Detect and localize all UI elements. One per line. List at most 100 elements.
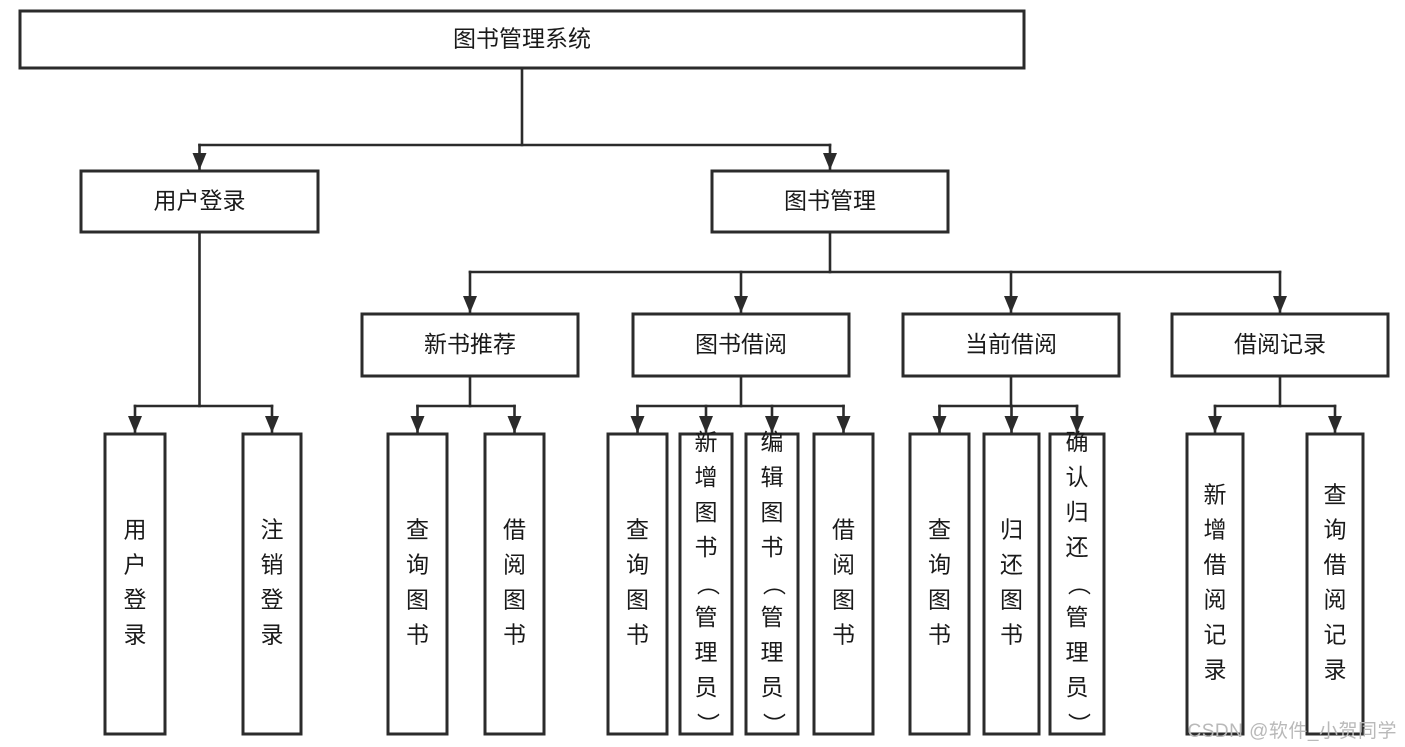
svg-text:辑: 辑 bbox=[761, 464, 784, 490]
svg-text:记: 记 bbox=[1204, 622, 1227, 648]
svg-text:图: 图 bbox=[832, 587, 855, 613]
svg-text:图: 图 bbox=[928, 587, 951, 613]
svg-text:）: ） bbox=[695, 713, 721, 736]
svg-text:询: 询 bbox=[1324, 517, 1347, 543]
arrow-down-icon bbox=[128, 416, 142, 433]
svg-text:录: 录 bbox=[261, 622, 284, 648]
arrow-down-icon bbox=[1328, 416, 1342, 433]
node-box[interactable] bbox=[1185, 432, 1245, 736]
svg-text:书: 书 bbox=[695, 534, 718, 560]
node-box[interactable] bbox=[1048, 432, 1106, 736]
arrow-down-icon bbox=[1004, 416, 1019, 433]
node-box[interactable] bbox=[606, 432, 669, 736]
svg-text:员: 员 bbox=[695, 674, 718, 700]
svg-text:书: 书 bbox=[503, 622, 526, 648]
node-level3-0[interactable]: 新书推荐 bbox=[360, 312, 580, 378]
svg-text:借: 借 bbox=[832, 517, 855, 543]
svg-text:图: 图 bbox=[503, 587, 526, 613]
node-level2-0[interactable]: 用户登录 bbox=[79, 169, 320, 234]
node-box[interactable] bbox=[483, 432, 546, 736]
svg-text:录: 录 bbox=[124, 622, 147, 648]
node-box[interactable] bbox=[678, 432, 734, 736]
node-label: 图书管理 bbox=[784, 188, 876, 214]
arrow-down-icon bbox=[507, 416, 522, 433]
node-box[interactable] bbox=[18, 9, 1026, 70]
arrow-down-icon bbox=[1004, 296, 1018, 313]
node-label: 当前借阅 bbox=[965, 331, 1057, 357]
node-box[interactable] bbox=[812, 432, 875, 736]
arrow-down-icon bbox=[734, 296, 748, 313]
svg-text:归: 归 bbox=[1000, 517, 1023, 543]
arrow-down-icon bbox=[932, 416, 947, 433]
node-box[interactable] bbox=[1170, 312, 1390, 378]
node-level2-1[interactable]: 图书管理 bbox=[710, 169, 950, 234]
node-level3-2[interactable]: 当前借阅 bbox=[901, 312, 1121, 378]
svg-text:确: 确 bbox=[1066, 429, 1089, 455]
svg-text:书: 书 bbox=[626, 622, 649, 648]
svg-text:户: 户 bbox=[124, 552, 147, 578]
arrow-down-icon bbox=[836, 416, 851, 433]
node-box[interactable] bbox=[241, 432, 303, 736]
node-box[interactable] bbox=[982, 432, 1041, 736]
svg-text:还: 还 bbox=[1066, 534, 1089, 560]
node-box[interactable] bbox=[386, 432, 449, 736]
svg-text:新: 新 bbox=[695, 429, 718, 455]
svg-text:归: 归 bbox=[1066, 499, 1089, 525]
svg-text:借: 借 bbox=[1204, 552, 1227, 578]
svg-text:新: 新 bbox=[1204, 482, 1227, 508]
node-box[interactable] bbox=[1305, 432, 1365, 736]
node-box[interactable] bbox=[908, 432, 971, 736]
svg-text:注: 注 bbox=[261, 517, 284, 543]
arrow-down-icon bbox=[265, 416, 279, 433]
svg-text:借: 借 bbox=[503, 517, 526, 543]
arrow-down-icon bbox=[1208, 416, 1222, 433]
node-box[interactable] bbox=[710, 169, 950, 234]
arrow-down-icon bbox=[765, 416, 779, 433]
svg-text:录: 录 bbox=[1324, 657, 1347, 683]
node-label: 图书借阅 bbox=[695, 331, 787, 357]
svg-text:销: 销 bbox=[261, 552, 284, 578]
node-level3-1[interactable]: 图书借阅 bbox=[631, 312, 851, 378]
arrow-down-icon bbox=[823, 153, 837, 170]
node-label: 用户登录 bbox=[154, 188, 246, 214]
node-box[interactable] bbox=[901, 312, 1121, 378]
node-level3-3[interactable]: 借阅记录 bbox=[1170, 312, 1390, 378]
node-root[interactable]: 图书管理系统 bbox=[18, 9, 1026, 70]
node-box[interactable] bbox=[103, 432, 167, 736]
arrow-down-icon bbox=[1070, 416, 1084, 433]
svg-text:查: 查 bbox=[406, 517, 429, 543]
node-box[interactable] bbox=[744, 432, 800, 736]
node-box[interactable] bbox=[360, 312, 580, 378]
svg-text:查: 查 bbox=[928, 517, 951, 543]
svg-text:理: 理 bbox=[695, 639, 718, 665]
svg-text:登: 登 bbox=[261, 587, 284, 613]
svg-text:阅: 阅 bbox=[1204, 587, 1227, 613]
node-box[interactable] bbox=[631, 312, 851, 378]
svg-text:员: 员 bbox=[761, 674, 784, 700]
node-leaf-0[interactable]: 用户登录 bbox=[103, 432, 167, 736]
node-box[interactable] bbox=[79, 169, 320, 234]
svg-text:阅: 阅 bbox=[832, 552, 855, 578]
svg-text:还: 还 bbox=[1000, 552, 1023, 578]
svg-text:（: （ bbox=[695, 573, 721, 596]
svg-text:）: ） bbox=[761, 713, 787, 736]
svg-text:书: 书 bbox=[928, 622, 951, 648]
